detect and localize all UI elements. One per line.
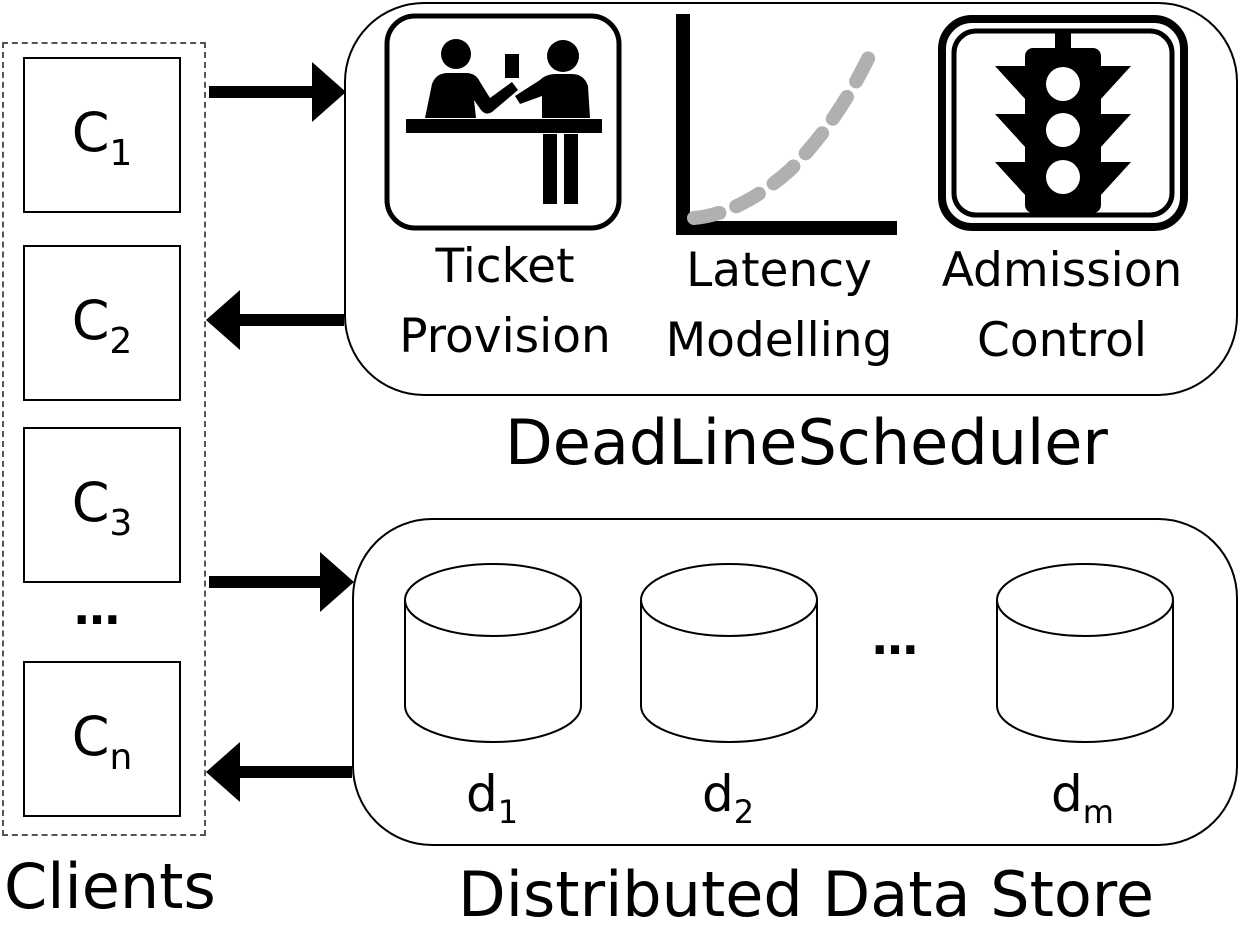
arrow-client-to-scheduler <box>209 62 346 122</box>
clients-ellipsis: … <box>74 581 122 635</box>
latency-curve-icon <box>676 14 897 235</box>
client-c3: C3 <box>23 427 181 583</box>
client-c1: C1 <box>23 57 181 213</box>
latency-modelling-line2: Modelling <box>665 313 893 368</box>
scheduler-title: DeadLineScheduler <box>505 406 1108 479</box>
datastore-box <box>352 518 1238 846</box>
latency-modelling-label: Latency Modelling <box>654 236 904 376</box>
arrow-client-to-datastore <box>209 552 354 612</box>
ticket-provision-line2: Provision <box>399 309 611 364</box>
drive-d2 <box>640 563 818 743</box>
arrow-scheduler-to-client <box>206 290 344 350</box>
drive-d1 <box>404 563 582 743</box>
admission-control-label: Admission Control <box>934 236 1190 376</box>
drive-dm <box>996 563 1174 743</box>
clients-group <box>2 42 206 836</box>
admission-control-line1: Admission <box>941 243 1183 298</box>
drive-d1-label: d1 <box>466 765 519 831</box>
scheduler-box <box>344 2 1238 396</box>
ticket-provision-label: Ticket Provision <box>390 232 620 372</box>
arrow-datastore-to-client <box>206 742 352 802</box>
latency-modelling-line1: Latency <box>686 243 872 298</box>
clients-label: Clients <box>4 850 216 923</box>
client-c2: C2 <box>23 245 181 401</box>
client-cn: Cn <box>23 661 181 817</box>
client-c2-label: C2 <box>71 289 133 362</box>
datastore-title: Distributed Data Store <box>458 858 1155 931</box>
drive-dm-label: dm <box>1051 765 1114 831</box>
client-c3-label: C3 <box>71 471 133 544</box>
ticket-counter-icon <box>384 13 622 231</box>
client-c1-label: C1 <box>71 101 133 174</box>
client-cn-label: Cn <box>71 705 133 778</box>
drive-d2-label: d2 <box>702 765 755 831</box>
traffic-light-icon <box>938 15 1188 231</box>
admission-control-line2: Control <box>977 313 1147 368</box>
drives-ellipsis: … <box>872 611 920 665</box>
ticket-provision-line1: Ticket <box>435 239 575 294</box>
